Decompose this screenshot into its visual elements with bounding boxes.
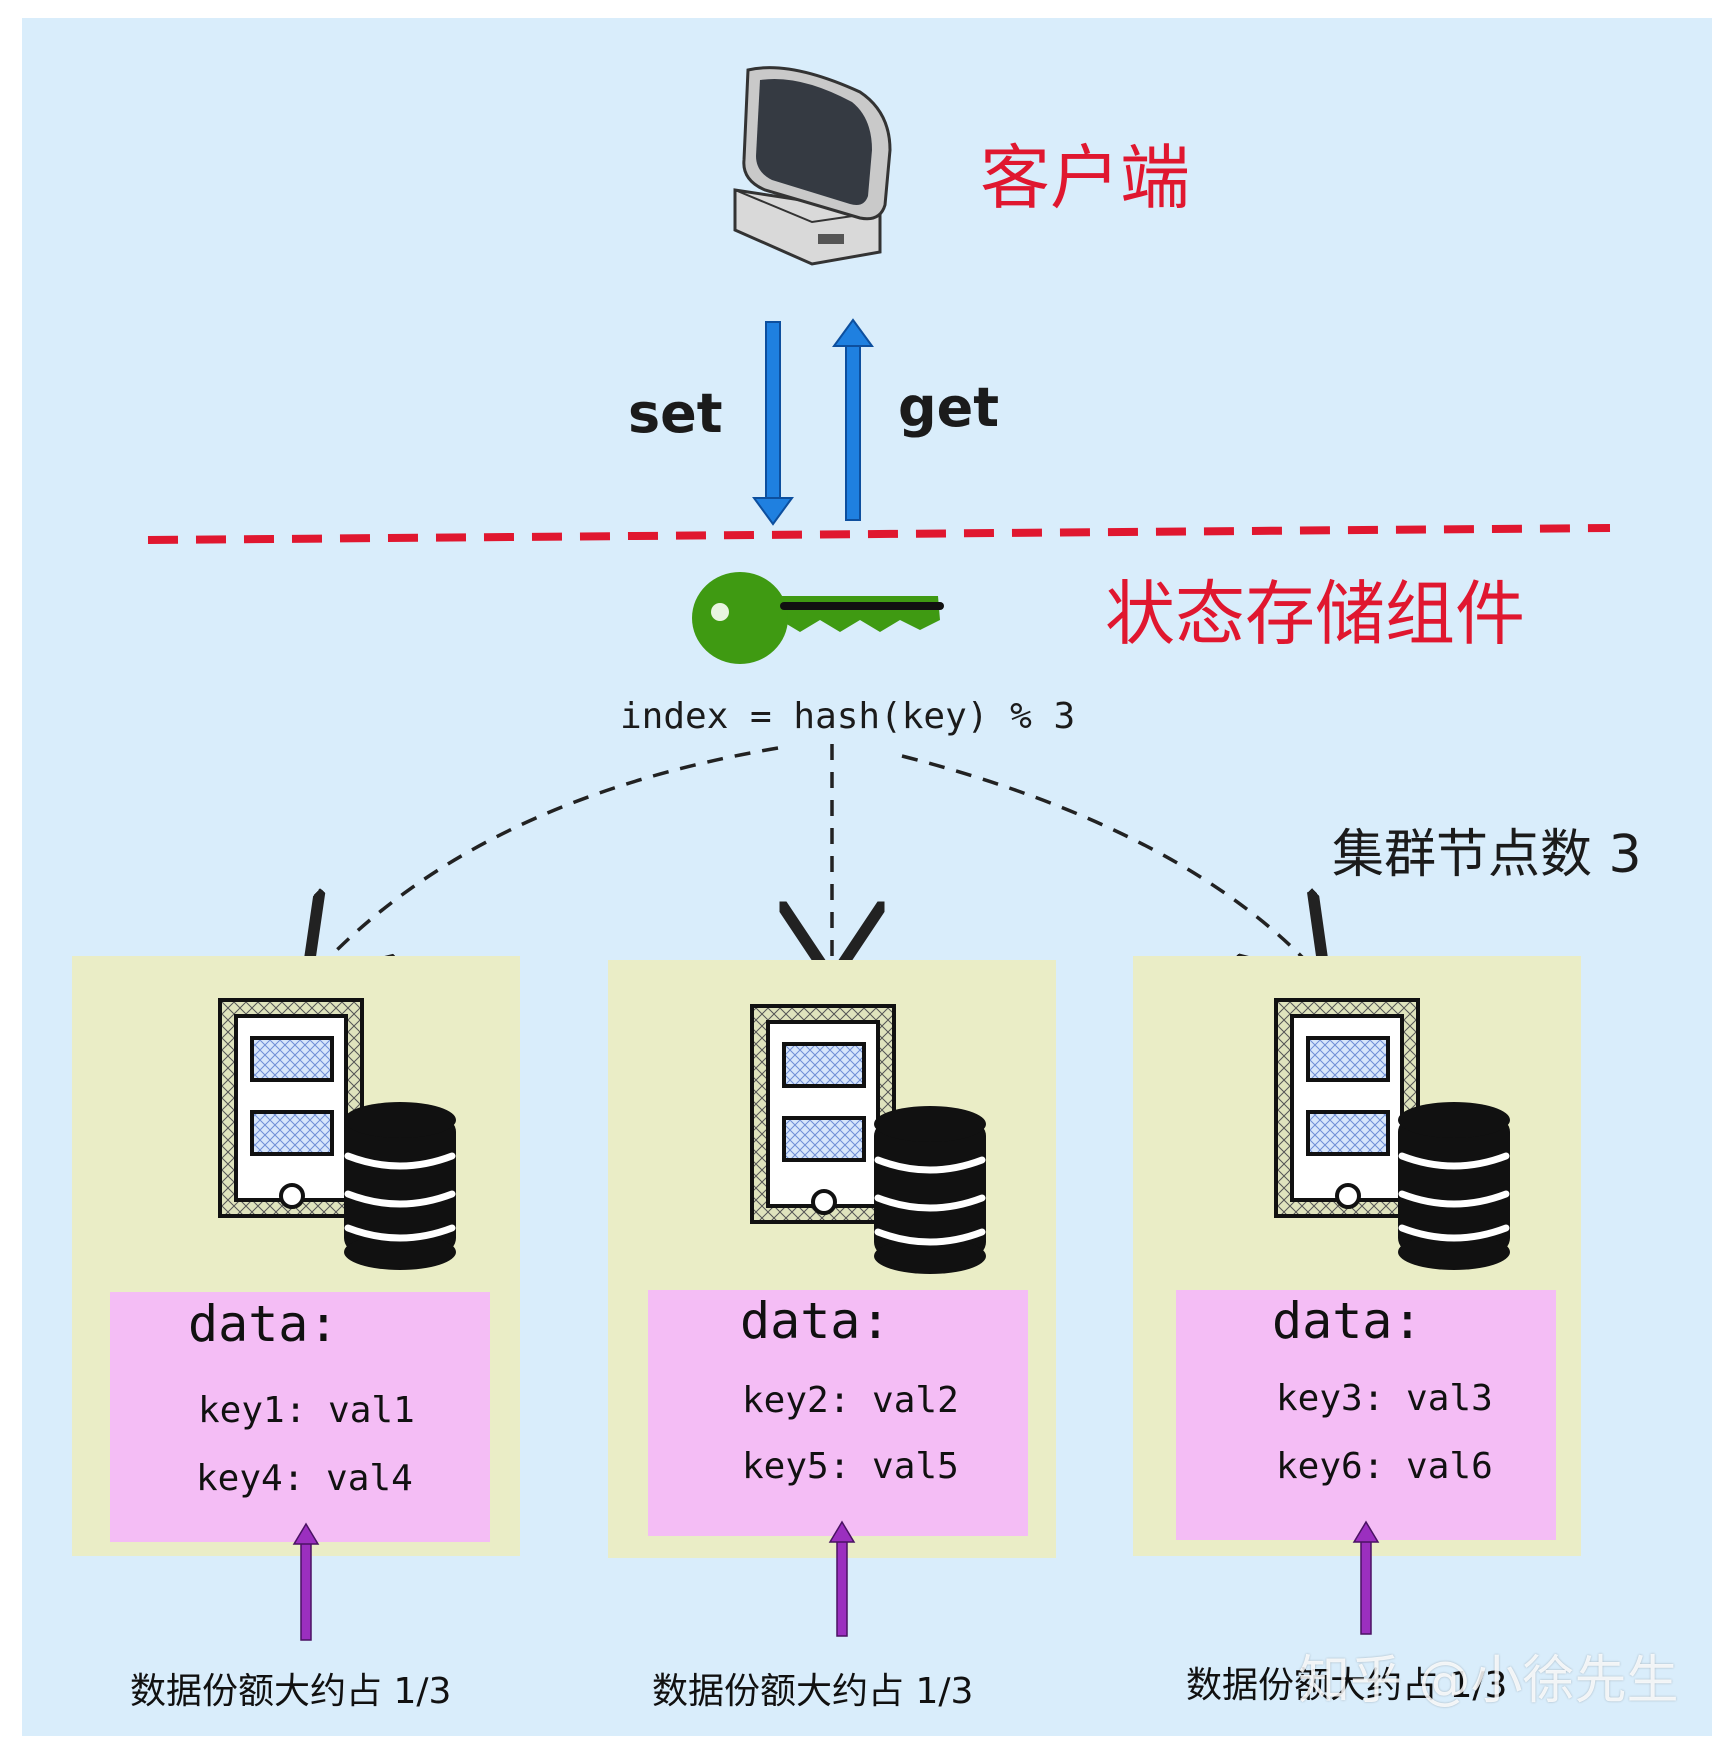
- data-entry: key6: val6: [1276, 1446, 1493, 1487]
- data-title: data:: [740, 1292, 891, 1350]
- data-entry: key5: val5: [742, 1446, 959, 1487]
- quota-arrow: [828, 1520, 856, 1637]
- client-label: 客户端: [980, 137, 1190, 219]
- node-1: [72, 956, 520, 1641]
- route-connectors: [310, 744, 1322, 978]
- route-to-node-1: [310, 746, 779, 978]
- get-arrow: [832, 318, 874, 521]
- data-title: data:: [188, 1295, 339, 1353]
- data-entry: key2: val2: [742, 1380, 959, 1421]
- set-label: set: [628, 382, 723, 445]
- node-2: [608, 960, 1056, 1637]
- data-box: [1176, 1290, 1556, 1540]
- server-icon: [750, 1004, 896, 1224]
- boundary-divider: [147, 524, 1611, 544]
- hash-formula: index = hash(key) % 3: [620, 696, 1076, 737]
- server-icon: [1274, 998, 1420, 1218]
- data-entry: key4: val4: [196, 1458, 413, 1499]
- monitor-icon: [733, 66, 892, 266]
- data-quota-label: 数据份额大约占 1/3: [1186, 1665, 1508, 1706]
- data-quota-label: 数据份额大约占 1/3: [652, 1671, 974, 1712]
- data-box: [648, 1290, 1028, 1536]
- data-entry: key1: val1: [198, 1390, 415, 1431]
- quota-arrow: [1352, 1520, 1380, 1635]
- watermark: 知乎 @小徐先生: [1298, 1651, 1679, 1711]
- data-entry: key3: val3: [1276, 1378, 1493, 1419]
- key-icon: [692, 572, 944, 664]
- database-icon: [344, 1102, 456, 1270]
- database-icon: [874, 1106, 986, 1274]
- data-box: [110, 1292, 490, 1542]
- quota-arrow: [292, 1522, 320, 1641]
- data-title: data:: [1272, 1292, 1423, 1350]
- get-label: get: [898, 376, 1000, 439]
- data-quota-label: 数据份额大约占 1/3: [130, 1671, 452, 1712]
- cluster-count-label: 集群节点数 3: [1332, 825, 1642, 885]
- database-icon: [1398, 1102, 1510, 1270]
- node-3: [1133, 956, 1581, 1635]
- route-to-node-3: [901, 754, 1322, 978]
- set-arrow: [752, 321, 794, 526]
- component-label: 状态存储组件: [1105, 573, 1525, 655]
- server-icon: [218, 998, 364, 1218]
